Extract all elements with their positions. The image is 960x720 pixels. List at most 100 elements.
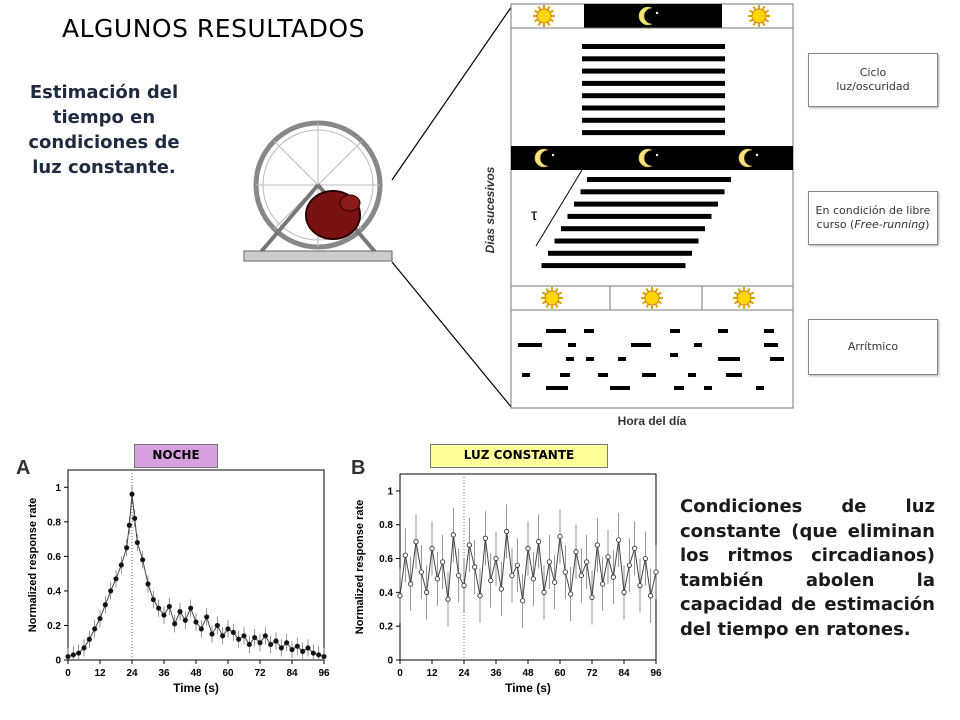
data-point [429, 545, 435, 552]
activity-bar [541, 263, 686, 269]
y-tick-label: 0.8 [379, 520, 393, 531]
y-tick-label: 0 [387, 656, 393, 667]
x-tick-label: 0 [65, 668, 71, 679]
data-point [278, 645, 284, 651]
x-tick-label: 36 [158, 668, 170, 679]
data-point [402, 552, 408, 558]
data-point [246, 641, 252, 648]
data-point [434, 576, 440, 582]
activity-bar [726, 373, 742, 377]
data-point [498, 586, 504, 592]
data-point [504, 528, 510, 535]
activity-bar [704, 386, 712, 390]
x-tick-label: 84 [286, 668, 298, 679]
noche-tag: NOCHE [134, 444, 218, 468]
plot-frame [67, 469, 325, 661]
activity-bar [584, 329, 594, 333]
data-point [166, 603, 172, 610]
activity-bar [718, 357, 740, 361]
data-point [268, 641, 274, 648]
activity-bar [618, 357, 626, 361]
data-point [140, 557, 146, 563]
data-point [124, 545, 130, 551]
data-point [525, 545, 531, 552]
moon-icon [638, 148, 659, 168]
data-point [589, 594, 595, 601]
activity-bar [568, 343, 576, 347]
data-point [209, 631, 215, 637]
activity-bar [586, 357, 594, 361]
actogram: τ Dias sucesivos Hora del día [483, 3, 794, 428]
data-point [461, 583, 467, 589]
arritmico-label: Arrítmico [847, 340, 899, 353]
activity-bar [554, 238, 699, 244]
activity-bar [582, 93, 725, 99]
activity-bar [670, 353, 678, 357]
data-point [536, 539, 542, 545]
data-point [514, 562, 520, 568]
data-point [289, 647, 295, 653]
data-point [65, 653, 71, 660]
data-point [150, 596, 156, 603]
data-point [456, 572, 462, 579]
data-point [97, 615, 103, 622]
data-point [145, 581, 151, 587]
y-tick-label: 0.2 [47, 621, 61, 632]
x-axis-title: Time (s) [173, 681, 219, 695]
data-point [610, 574, 616, 580]
data-point [70, 652, 76, 658]
data-point [477, 593, 483, 599]
x-tick-label: 84 [618, 668, 630, 679]
data-point [118, 562, 124, 568]
data-point [129, 491, 135, 497]
activity-bar [567, 213, 712, 219]
activity-bar [718, 329, 728, 333]
x-tick-label: 72 [586, 668, 598, 679]
data-point [225, 626, 231, 632]
activity-bar [580, 189, 725, 195]
x-tick-label: 24 [458, 668, 470, 679]
data-point [294, 643, 300, 649]
activity-bar [670, 329, 680, 333]
data-point [305, 645, 311, 651]
data-point [488, 577, 494, 584]
data-point [257, 640, 263, 646]
data-point [530, 576, 536, 582]
tau-symbol: τ [531, 207, 538, 224]
data-point [102, 602, 108, 608]
sun-icon [641, 287, 663, 309]
data-point [134, 539, 140, 546]
y-tick-label: 0.2 [379, 622, 393, 633]
moon-icon [638, 6, 659, 26]
activity-bar [582, 56, 725, 62]
y-tick-label: 0.4 [379, 588, 393, 599]
activity-bar [546, 329, 566, 333]
x-tick-label: 48 [522, 668, 534, 679]
data-point [126, 522, 132, 528]
connector-lines [391, 5, 513, 409]
activity-bar [574, 201, 718, 207]
activity-bar [582, 117, 725, 123]
data-point [578, 572, 584, 579]
conclusion-text: Condiciones de luz constante (que elimin… [680, 496, 935, 640]
data-point [600, 581, 606, 587]
data-point [76, 650, 82, 656]
x-tick-label: 96 [650, 668, 662, 679]
activity-bar [561, 226, 705, 232]
activity-bar [764, 329, 774, 333]
y-tick-label: 0.6 [47, 552, 61, 563]
data-point [541, 589, 547, 595]
data-point [445, 596, 451, 602]
sun-icon [748, 5, 770, 27]
sun-icon [541, 287, 563, 309]
data-point [321, 653, 327, 660]
sun-icon [533, 5, 555, 27]
activity-bar [674, 386, 684, 390]
data-point [156, 605, 162, 611]
arritmico-box: Arrítmico [808, 319, 938, 375]
data-point [520, 598, 526, 604]
x-tick-label: 72 [254, 668, 266, 679]
y-tick-label: 0.8 [47, 517, 61, 528]
x-axis-label: Hora del día [618, 414, 687, 428]
